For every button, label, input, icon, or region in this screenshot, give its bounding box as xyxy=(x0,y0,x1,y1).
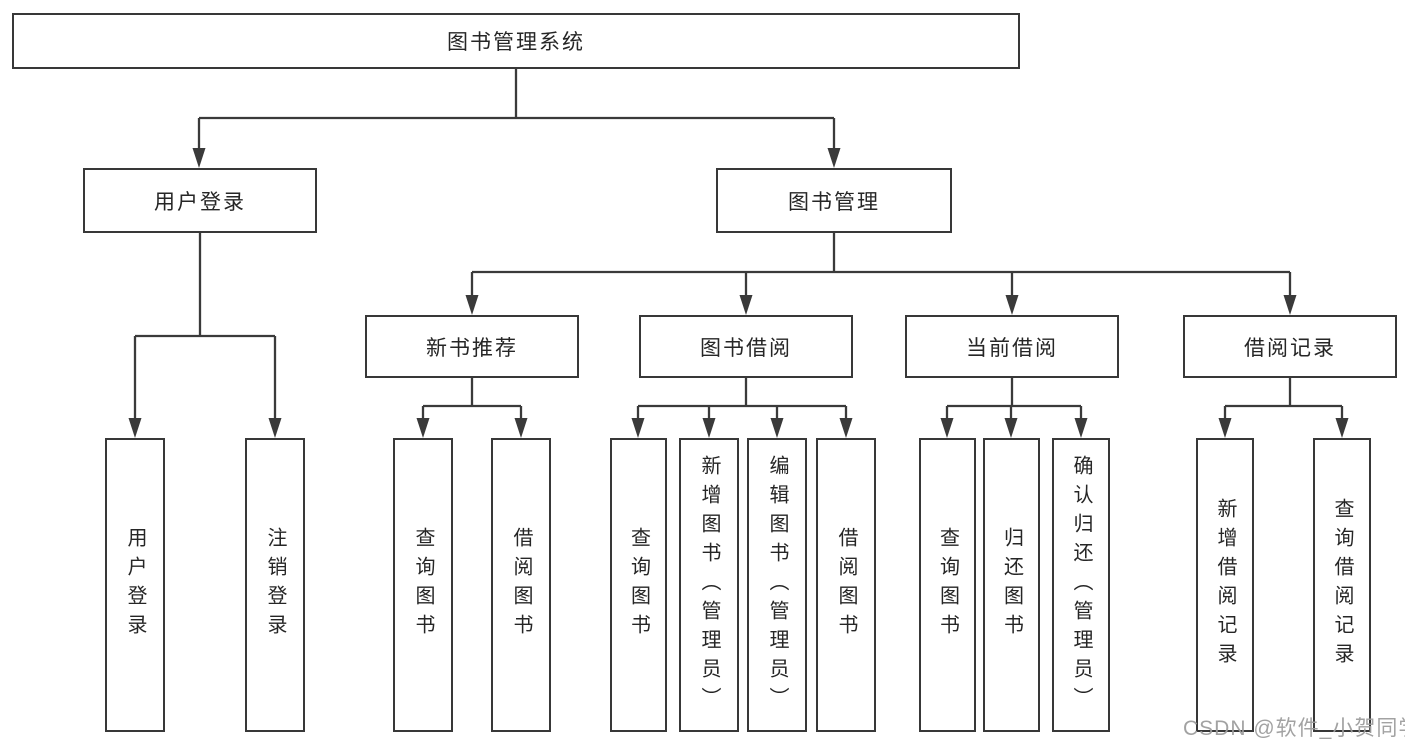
leaf-query-borrow-record-label: 查询借阅记录 xyxy=(1331,498,1353,672)
leaf-return-books-label: 归还图书 xyxy=(1000,527,1023,643)
leaf-confirm-return-admin-label: 确认归还（管理员） xyxy=(1070,454,1092,716)
node-user-login-label: 用户登录 xyxy=(154,190,246,214)
leaf-borrow-books-label: 借阅图书 xyxy=(835,527,857,643)
node-book-borrow-label: 图书借阅 xyxy=(700,336,792,360)
leaf-logout: 注销登录 xyxy=(245,438,305,732)
node-new-book-recommend: 新书推荐 xyxy=(365,315,579,378)
leaf-query-books-borrow: 查询图书 xyxy=(610,438,667,732)
leaf-add-books-admin-label: 新增图书（管理员） xyxy=(698,454,720,716)
leaf-borrow-books-recommend: 借阅图书 xyxy=(491,438,551,732)
node-borrow-record: 借阅记录 xyxy=(1183,315,1397,378)
leaf-return-books: 归还图书 xyxy=(983,438,1040,732)
node-book-management: 图书管理 xyxy=(716,168,952,233)
node-current-borrow-label: 当前借阅 xyxy=(966,336,1058,360)
leaf-query-books-recommend: 查询图书 xyxy=(393,438,453,732)
leaf-add-books-admin: 新增图书（管理员） xyxy=(679,438,739,732)
node-root-library-management-system: 图书管理系统 xyxy=(12,13,1020,69)
leaf-query-books-current-label: 查询图书 xyxy=(936,527,959,643)
leaf-query-books-current: 查询图书 xyxy=(919,438,976,732)
leaf-add-borrow-record: 新增借阅记录 xyxy=(1196,438,1254,732)
node-book-borrow: 图书借阅 xyxy=(639,315,853,378)
node-user-login: 用户登录 xyxy=(83,168,317,233)
node-book-management-label: 图书管理 xyxy=(788,190,880,214)
leaf-logout-label: 注销登录 xyxy=(264,527,286,643)
node-current-borrow: 当前借阅 xyxy=(905,315,1119,378)
leaf-query-borrow-record: 查询借阅记录 xyxy=(1313,438,1371,732)
leaf-edit-books-admin: 编辑图书（管理员） xyxy=(747,438,807,732)
leaf-user-login: 用户登录 xyxy=(105,438,165,732)
leaf-query-books-borrow-label: 查询图书 xyxy=(627,527,650,643)
node-borrow-record-label: 借阅记录 xyxy=(1244,336,1336,360)
leaf-query-books-recommend-label: 查询图书 xyxy=(412,527,434,643)
leaf-add-borrow-record-label: 新增借阅记录 xyxy=(1214,498,1236,672)
arrowheads xyxy=(128,148,1349,438)
node-new-book-recommend-label: 新书推荐 xyxy=(426,336,518,360)
leaf-edit-books-admin-label: 编辑图书（管理员） xyxy=(766,454,788,716)
leaf-borrow-books-recommend-label: 借阅图书 xyxy=(510,527,532,643)
leaf-confirm-return-admin: 确认归还（管理员） xyxy=(1052,438,1110,732)
leaf-borrow-books: 借阅图书 xyxy=(816,438,876,732)
leaf-user-login-label: 用户登录 xyxy=(124,527,146,643)
csdn-watermark: CSDN @软件_小贺同学 xyxy=(1183,717,1405,740)
node-root-label: 图书管理系统 xyxy=(447,31,585,54)
